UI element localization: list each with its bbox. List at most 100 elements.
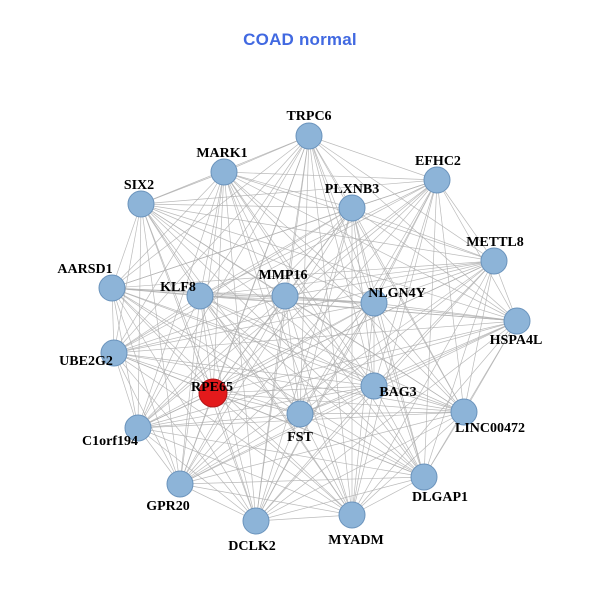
node-BAG3 xyxy=(360,372,388,400)
edge-SIX2-UBE2G2 xyxy=(113,203,142,354)
edge-PLXNB3-LINC00472 xyxy=(351,207,465,413)
edge-TRPC6-PLXNB3 xyxy=(308,135,353,209)
edge-KLF8-FST xyxy=(199,295,301,415)
edge-METTL8-KLF8 xyxy=(199,260,495,297)
edge-MMP16-LINC00472 xyxy=(284,295,465,413)
edge-EFHC2-LINC00472 xyxy=(436,179,465,413)
figure-title: COAD normal xyxy=(243,30,357,49)
edge-RPE65-GPR20 xyxy=(179,392,214,485)
edge-KLF8-RPE65 xyxy=(199,295,214,394)
edge-HSPA4L-BAG3 xyxy=(373,320,518,387)
edge-UBE2G2-DCLK2 xyxy=(113,352,257,522)
edge-TRPC6-NLGN4Y xyxy=(308,135,375,304)
edge-KLF8-MYADM xyxy=(199,295,353,516)
edge-MARK1-PLXNB3 xyxy=(223,171,353,209)
edge-RPE65-MYADM xyxy=(212,392,353,516)
edge-GPR20-DLGAP1 xyxy=(179,476,425,485)
node-TRPC6 xyxy=(295,122,323,150)
edge-MMP16-GPR20 xyxy=(179,295,286,485)
edge-METTL8-NLGN4Y xyxy=(373,260,495,304)
edge-AARSD1-LINC00472 xyxy=(111,287,465,413)
edge-PLXNB3-UBE2G2 xyxy=(113,207,353,354)
edge-METTL8-UBE2G2 xyxy=(113,260,495,354)
edge-HSPA4L-FST xyxy=(299,320,518,415)
edge-GPR20-MYADM xyxy=(179,483,353,516)
edge-SIX2-METTL8 xyxy=(140,203,495,262)
edge-METTL8-LINC00472 xyxy=(463,260,495,413)
node-label-TRPC6: TRPC6 xyxy=(286,109,331,124)
edge-TRPC6-UBE2G2 xyxy=(113,135,310,354)
edge-HSPA4L-DLGAP1 xyxy=(423,320,518,478)
edge-NLGN4Y-RPE65 xyxy=(212,302,375,394)
edge-LINC00472-GPR20 xyxy=(179,411,465,485)
edge-HSPA4L-UBE2G2 xyxy=(113,320,518,354)
edge-SIX2-NLGN4Y xyxy=(140,203,375,304)
edge-MMP16-HSPA4L xyxy=(284,295,518,322)
edge-MARK1-GPR20 xyxy=(179,171,225,485)
edge-EFHC2-MMP16 xyxy=(284,179,438,297)
edge-PLXNB3-C1orf194 xyxy=(137,207,353,429)
edge-MARK1-DCLK2 xyxy=(223,171,257,522)
edge-MARK1-LINC00472 xyxy=(223,171,465,413)
edge-BAG3-DCLK2 xyxy=(255,385,375,522)
node-METTL8 xyxy=(480,247,508,275)
edge-SIX2-C1orf194 xyxy=(137,203,142,429)
node-NLGN4Y xyxy=(360,289,388,317)
edge-C1orf194-MYADM xyxy=(137,427,353,516)
node-label-SIX2: SIX2 xyxy=(124,178,154,193)
edge-MMP16-NLGN4Y xyxy=(284,295,375,304)
node-label-PLXNB3: PLXNB3 xyxy=(325,182,379,197)
edge-EFHC2-GPR20 xyxy=(179,179,438,485)
node-label-MARK1: MARK1 xyxy=(196,146,247,161)
node-MYADM xyxy=(338,501,366,529)
edge-PLXNB3-KLF8 xyxy=(199,207,353,297)
edge-DLGAP1-MYADM xyxy=(351,476,425,516)
edge-MARK1-MMP16 xyxy=(223,171,286,297)
edge-DLGAP1-DCLK2 xyxy=(255,476,425,522)
edge-MARK1-MYADM xyxy=(223,171,353,516)
edge-SIX2-DLGAP1 xyxy=(140,203,425,478)
edge-C1orf194-DCLK2 xyxy=(137,427,257,522)
edge-METTL8-FST xyxy=(299,260,495,415)
edge-MARK1-FST xyxy=(223,171,301,415)
node-label-METTL8: METTL8 xyxy=(466,235,524,250)
edge-EFHC2-METTL8 xyxy=(436,179,495,262)
edge-KLF8-GPR20 xyxy=(179,295,201,485)
edge-NLGN4Y-MYADM xyxy=(351,302,375,516)
edge-NLGN4Y-HSPA4L xyxy=(373,302,518,322)
edge-KLF8-BAG3 xyxy=(199,295,375,387)
edge-SIX2-MYADM xyxy=(140,203,353,516)
edge-MMP16-DCLK2 xyxy=(255,295,286,522)
edge-NLGN4Y-UBE2G2 xyxy=(113,302,375,354)
node-FST xyxy=(286,400,314,428)
edge-MARK1-UBE2G2 xyxy=(113,171,225,354)
edge-GPR20-DCLK2 xyxy=(179,483,257,522)
edge-HSPA4L-MYADM xyxy=(351,320,518,516)
edge-layer xyxy=(111,135,518,522)
node-label-DCLK2: DCLK2 xyxy=(228,539,275,554)
node-UBE2G2 xyxy=(100,339,128,367)
node-label-UBE2G2: UBE2G2 xyxy=(59,354,113,369)
edge-PLXNB3-GPR20 xyxy=(179,207,353,485)
node-C1orf194 xyxy=(124,414,152,442)
edge-HSPA4L-DCLK2 xyxy=(255,320,518,522)
edge-MARK1-HSPA4L xyxy=(223,171,518,322)
edge-RPE65-BAG3 xyxy=(212,385,375,394)
node-LINC00472 xyxy=(450,398,478,426)
edge-PLXNB3-NLGN4Y xyxy=(351,207,375,304)
node-AARSD1 xyxy=(98,274,126,302)
edge-HSPA4L-RPE65 xyxy=(212,320,518,394)
edge-TRPC6-FST xyxy=(299,135,310,415)
node-MARK1 xyxy=(210,158,238,186)
edge-MMP16-UBE2G2 xyxy=(113,295,286,354)
edge-FST-DLGAP1 xyxy=(299,413,425,478)
node-GPR20 xyxy=(166,470,194,498)
edge-DCLK2-MYADM xyxy=(255,514,353,522)
edge-BAG3-LINC00472 xyxy=(373,385,465,413)
edge-TRPC6-METTL8 xyxy=(308,135,495,262)
edge-SIX2-KLF8 xyxy=(140,203,201,297)
edge-RPE65-DCLK2 xyxy=(212,392,257,522)
edge-C1orf194-DLGAP1 xyxy=(137,427,425,478)
edge-METTL8-BAG3 xyxy=(373,260,495,387)
